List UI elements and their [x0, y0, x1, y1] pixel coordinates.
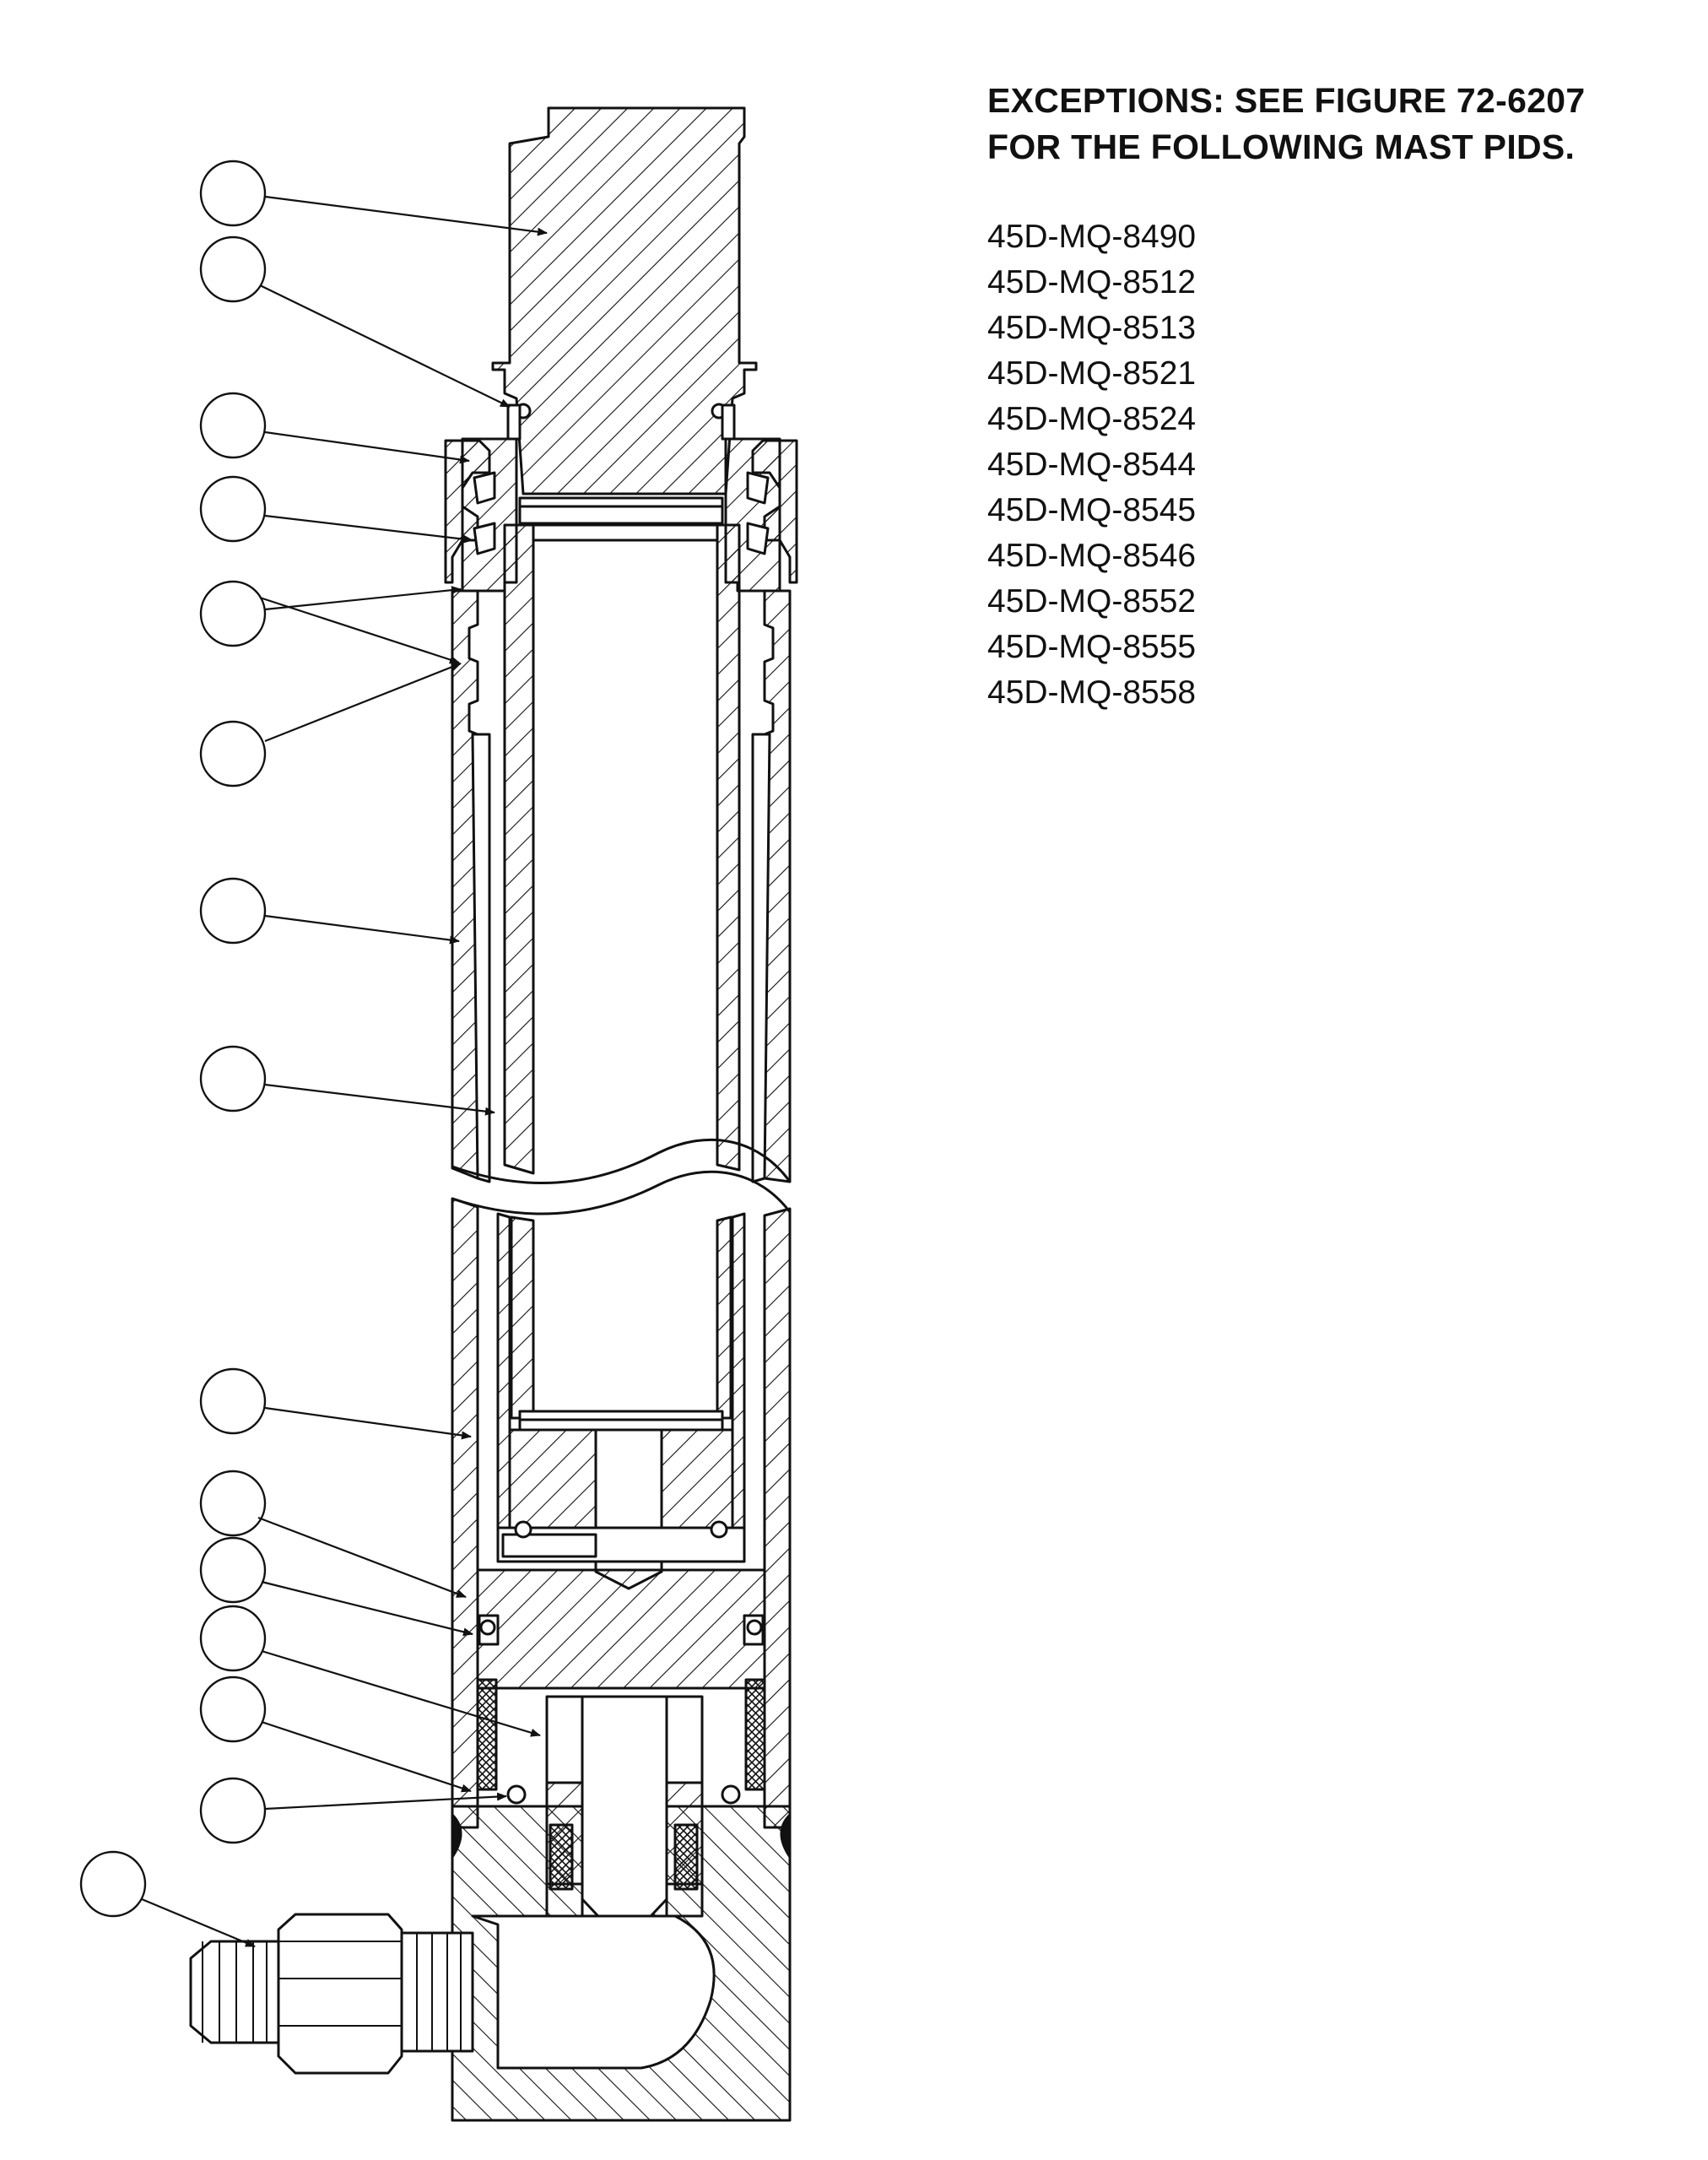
- pid-item: 45D-MQ-8490: [987, 219, 1197, 255]
- pid-item: 45D-MQ-8512: [987, 264, 1197, 300]
- inner-tube-upper: [503, 523, 741, 1175]
- callout-bubble: [199, 1777, 267, 1844]
- outer-barrel-upper: [451, 589, 792, 1183]
- break-lines: [451, 1138, 792, 1215]
- upper-rod: [491, 106, 758, 525]
- note-heading-line-2: FOR THE FOLLOWING MAST PIDS.: [987, 127, 1576, 166]
- outer-barrel-lower: [451, 1197, 792, 1829]
- note-heading-line-1: EXCEPTIONS: SEE FIGURE 72-6207: [987, 81, 1586, 120]
- pid-item: 45D-MQ-8555: [987, 629, 1197, 665]
- base-end-cap: [451, 1805, 792, 2122]
- pid-item: 45D-MQ-8544: [987, 447, 1197, 483]
- callout-bubble: [199, 1675, 267, 1743]
- exceptions-note: EXCEPTIONS: SEE FIGURE 72-6207 FOR THE F…: [987, 78, 1586, 716]
- callout-bubble: [199, 720, 267, 788]
- pid-item: 45D-MQ-8558: [987, 674, 1197, 711]
- callout-bubbles: [79, 160, 267, 1918]
- callout-bubble: [199, 392, 267, 459]
- pid-item: 45D-MQ-8545: [987, 492, 1197, 528]
- callout-bubble: [199, 1367, 267, 1435]
- pid-item: 45D-MQ-8552: [987, 583, 1197, 620]
- hydraulic-fitting: [189, 1913, 474, 2075]
- callout-bubble: [199, 235, 267, 303]
- pid-item: 45D-MQ-8524: [987, 401, 1197, 437]
- callout-bubble: [199, 580, 267, 647]
- pid-item: 45D-MQ-8513: [987, 310, 1197, 346]
- callout-bubble: [199, 1470, 267, 1537]
- callout-bubble: [199, 160, 267, 227]
- callout-bubble: [79, 1850, 147, 1918]
- callout-bubble: [199, 1536, 267, 1604]
- pid-item: 45D-MQ-8521: [987, 355, 1197, 392]
- callout-bubble: [199, 475, 267, 543]
- leader-lines: [141, 195, 548, 1948]
- pid-item: 45D-MQ-8546: [987, 538, 1197, 574]
- callout-bubble: [199, 877, 267, 945]
- callout-bubble: [199, 1605, 267, 1672]
- callout-bubble: [199, 1045, 267, 1112]
- pid-list: 45D-MQ-8490 45D-MQ-8512 45D-MQ-8513 45D-…: [987, 214, 1586, 716]
